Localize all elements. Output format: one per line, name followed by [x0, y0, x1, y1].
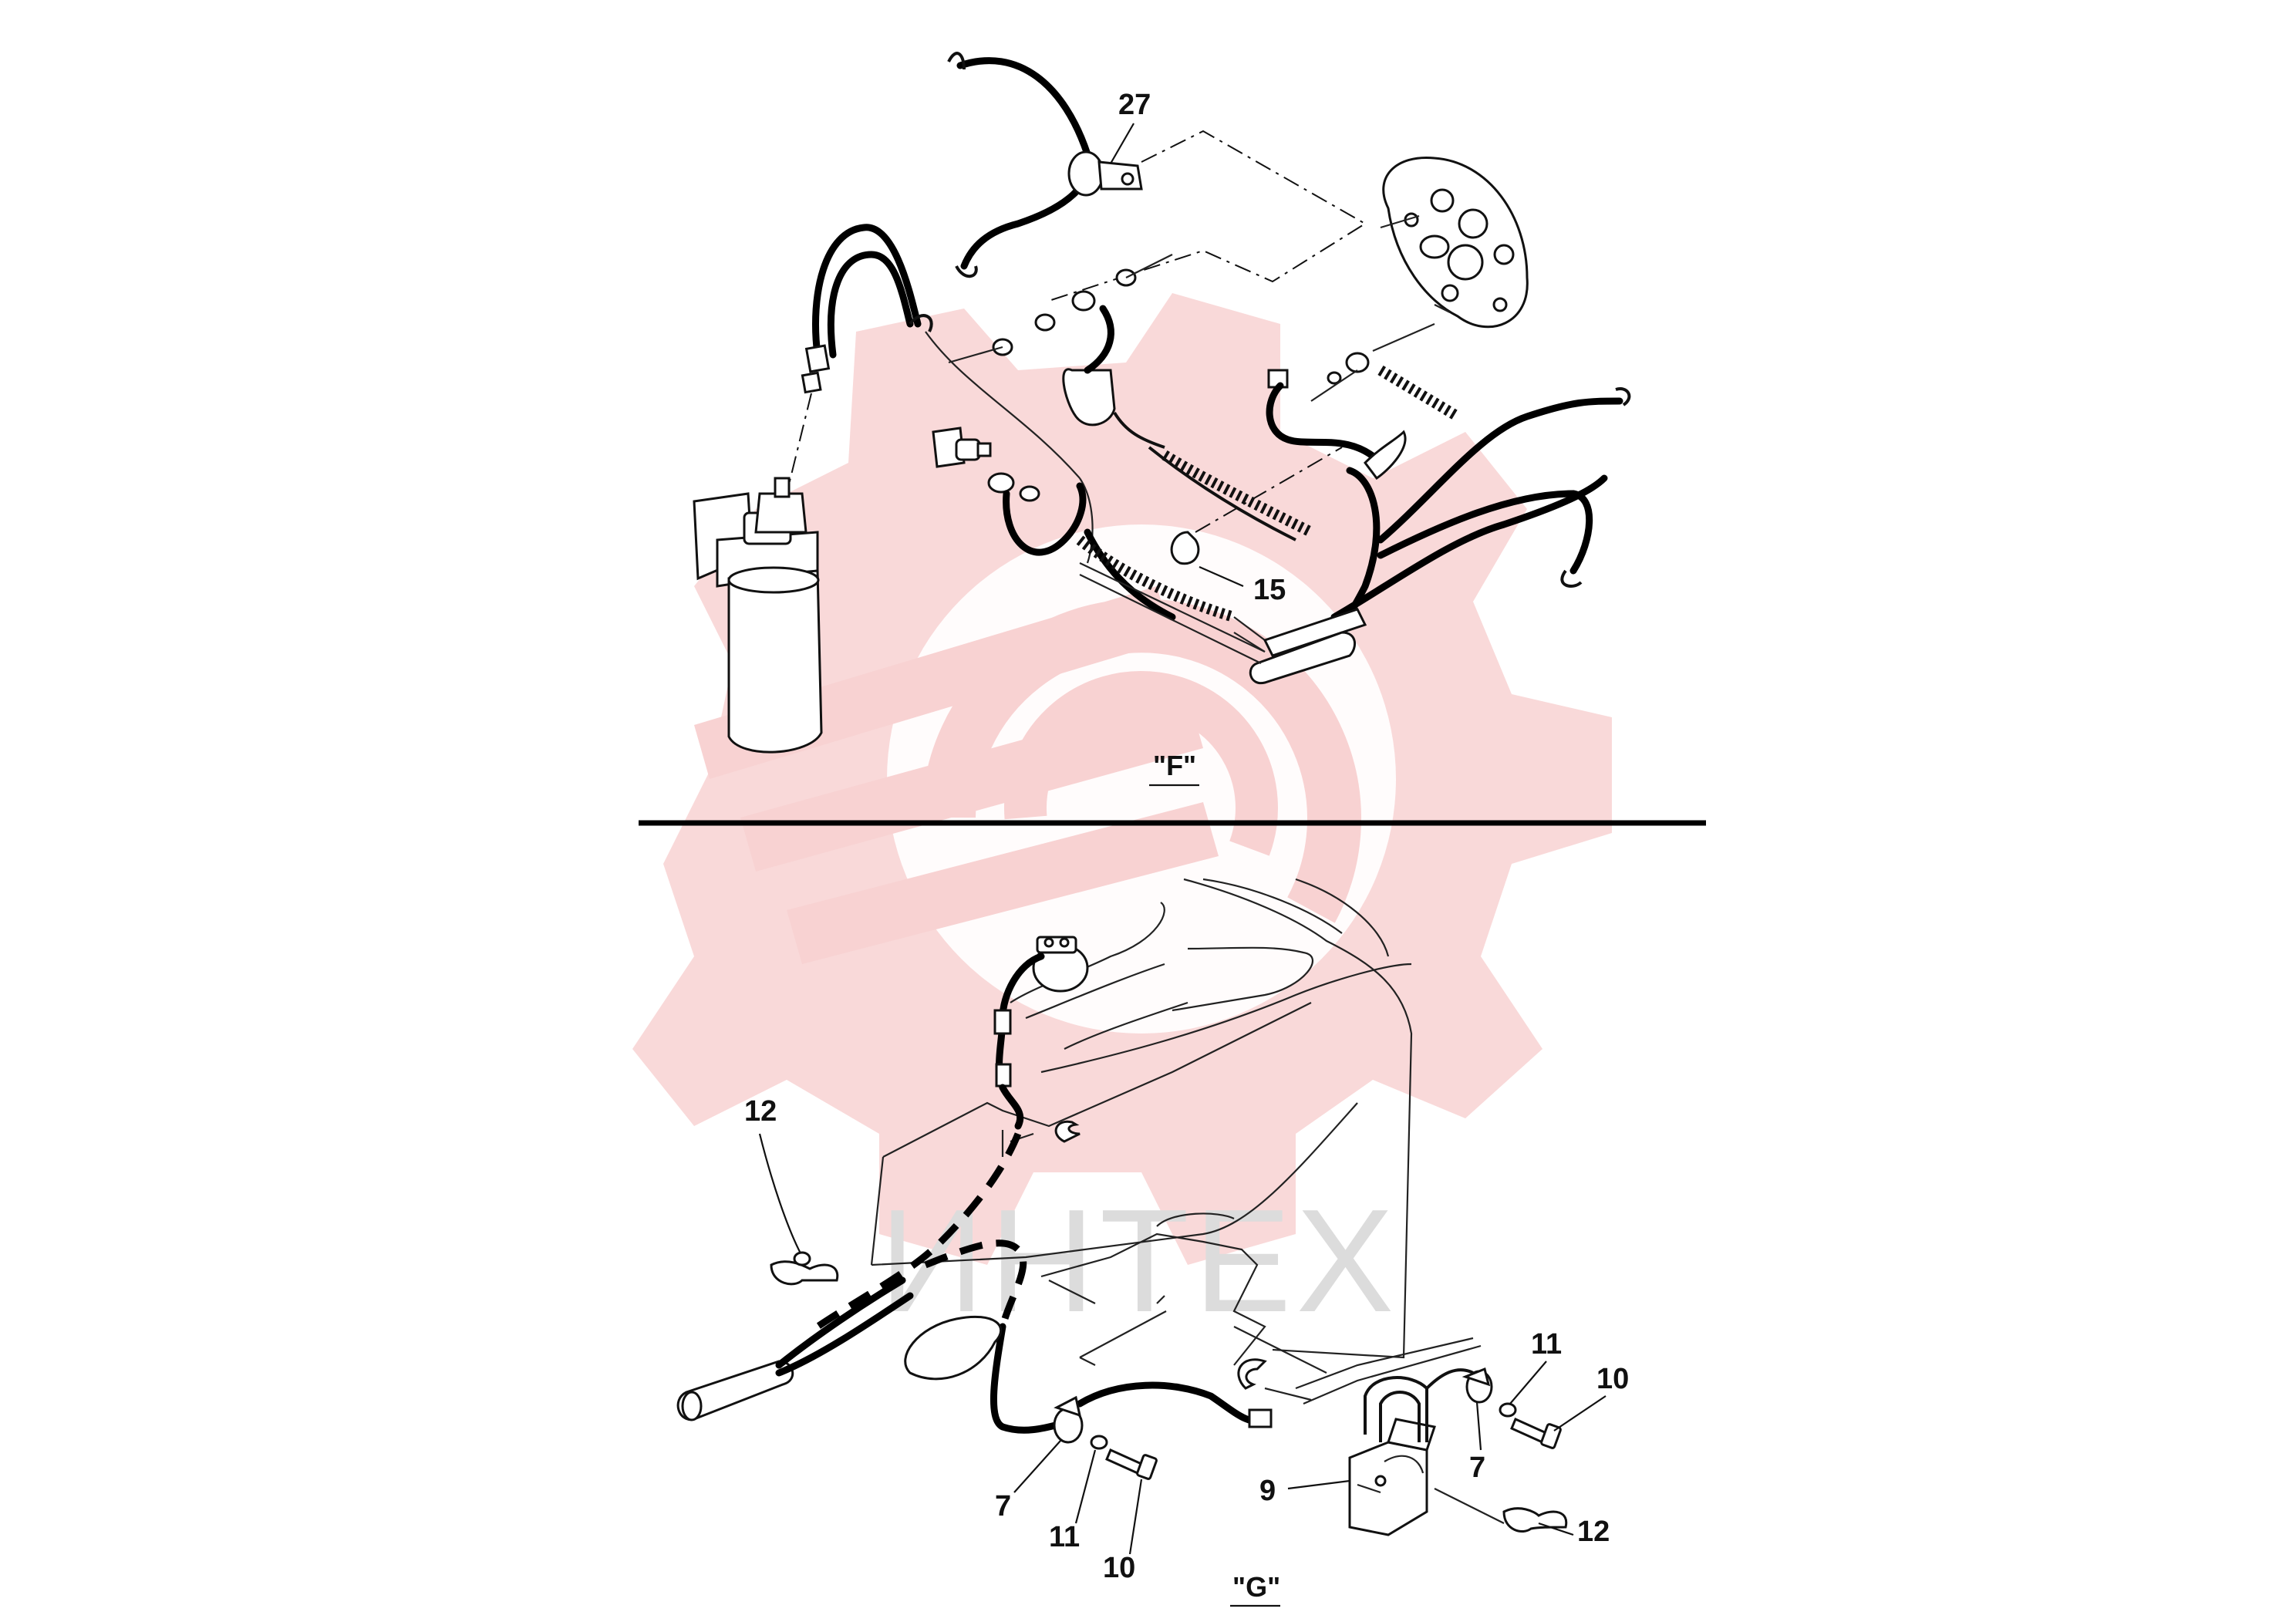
fuel-tank	[870, 878, 1413, 1366]
svg-text:12: 12	[744, 1095, 777, 1128]
callout-10-right: 10	[1553, 1363, 1629, 1431]
svg-text:7: 7	[995, 1490, 1011, 1523]
wing-nut-left	[770, 1251, 839, 1286]
svg-text:15: 15	[1253, 574, 1286, 606]
washer-left	[1090, 1435, 1108, 1450]
hose-clip-right	[1462, 1367, 1493, 1404]
callout-12-left: 12	[744, 1095, 801, 1254]
connector-c	[993, 1009, 1012, 1035]
svg-text:"F": "F"	[1153, 750, 1196, 781]
svg-text:10: 10	[1103, 1552, 1135, 1584]
view-g-caption: "G"	[1230, 1571, 1280, 1607]
callout-27: 27	[1110, 89, 1151, 164]
callout-7-left: 7	[995, 1440, 1061, 1523]
hose-clip-left	[1053, 1395, 1084, 1444]
view-g-drawing	[676, 878, 1568, 1536]
svg-text:9: 9	[1259, 1475, 1276, 1507]
connector	[804, 344, 831, 373]
view-f-drawing	[693, 52, 1631, 754]
washer-right	[1499, 1402, 1517, 1418]
callout-10-left: 10	[1103, 1479, 1143, 1584]
svg-text:11: 11	[1049, 1521, 1080, 1553]
view-f-caption: "F"	[1149, 750, 1199, 787]
solenoid-module	[1348, 1376, 1436, 1536]
svg-text:7: 7	[1469, 1452, 1485, 1484]
fuel-level-sender	[1032, 936, 1089, 993]
hose-clip	[1067, 150, 1143, 197]
callout-11-left: 11	[1049, 1449, 1097, 1553]
connector-d	[1248, 1408, 1273, 1428]
callout-7-right: 7	[1469, 1401, 1485, 1484]
fuel-filter	[693, 477, 823, 754]
svg-text:11: 11	[1531, 1328, 1562, 1361]
callout-11-right: 11	[1509, 1328, 1562, 1404]
callout-15: 15	[1199, 565, 1286, 606]
grommet	[1062, 305, 1165, 449]
bolt-right	[1510, 1417, 1562, 1449]
svg-text:10: 10	[1596, 1363, 1629, 1395]
svg-text:"G": "G"	[1232, 1571, 1280, 1603]
svg-text:27: 27	[1118, 89, 1151, 121]
wing-nut-right	[1502, 1507, 1568, 1533]
watermark-gear-logo	[632, 293, 1612, 1265]
washers	[992, 268, 1370, 385]
callout-12-right: 12	[1538, 1516, 1610, 1548]
pump-flange	[1382, 156, 1529, 329]
cable-tie	[1170, 531, 1200, 565]
temperature-sensor	[932, 427, 1040, 502]
callout-9: 9	[1259, 1475, 1350, 1507]
bolt-left	[1105, 1448, 1158, 1480]
t-fitting	[1364, 430, 1407, 481]
svg-text:12: 12	[1577, 1516, 1610, 1548]
